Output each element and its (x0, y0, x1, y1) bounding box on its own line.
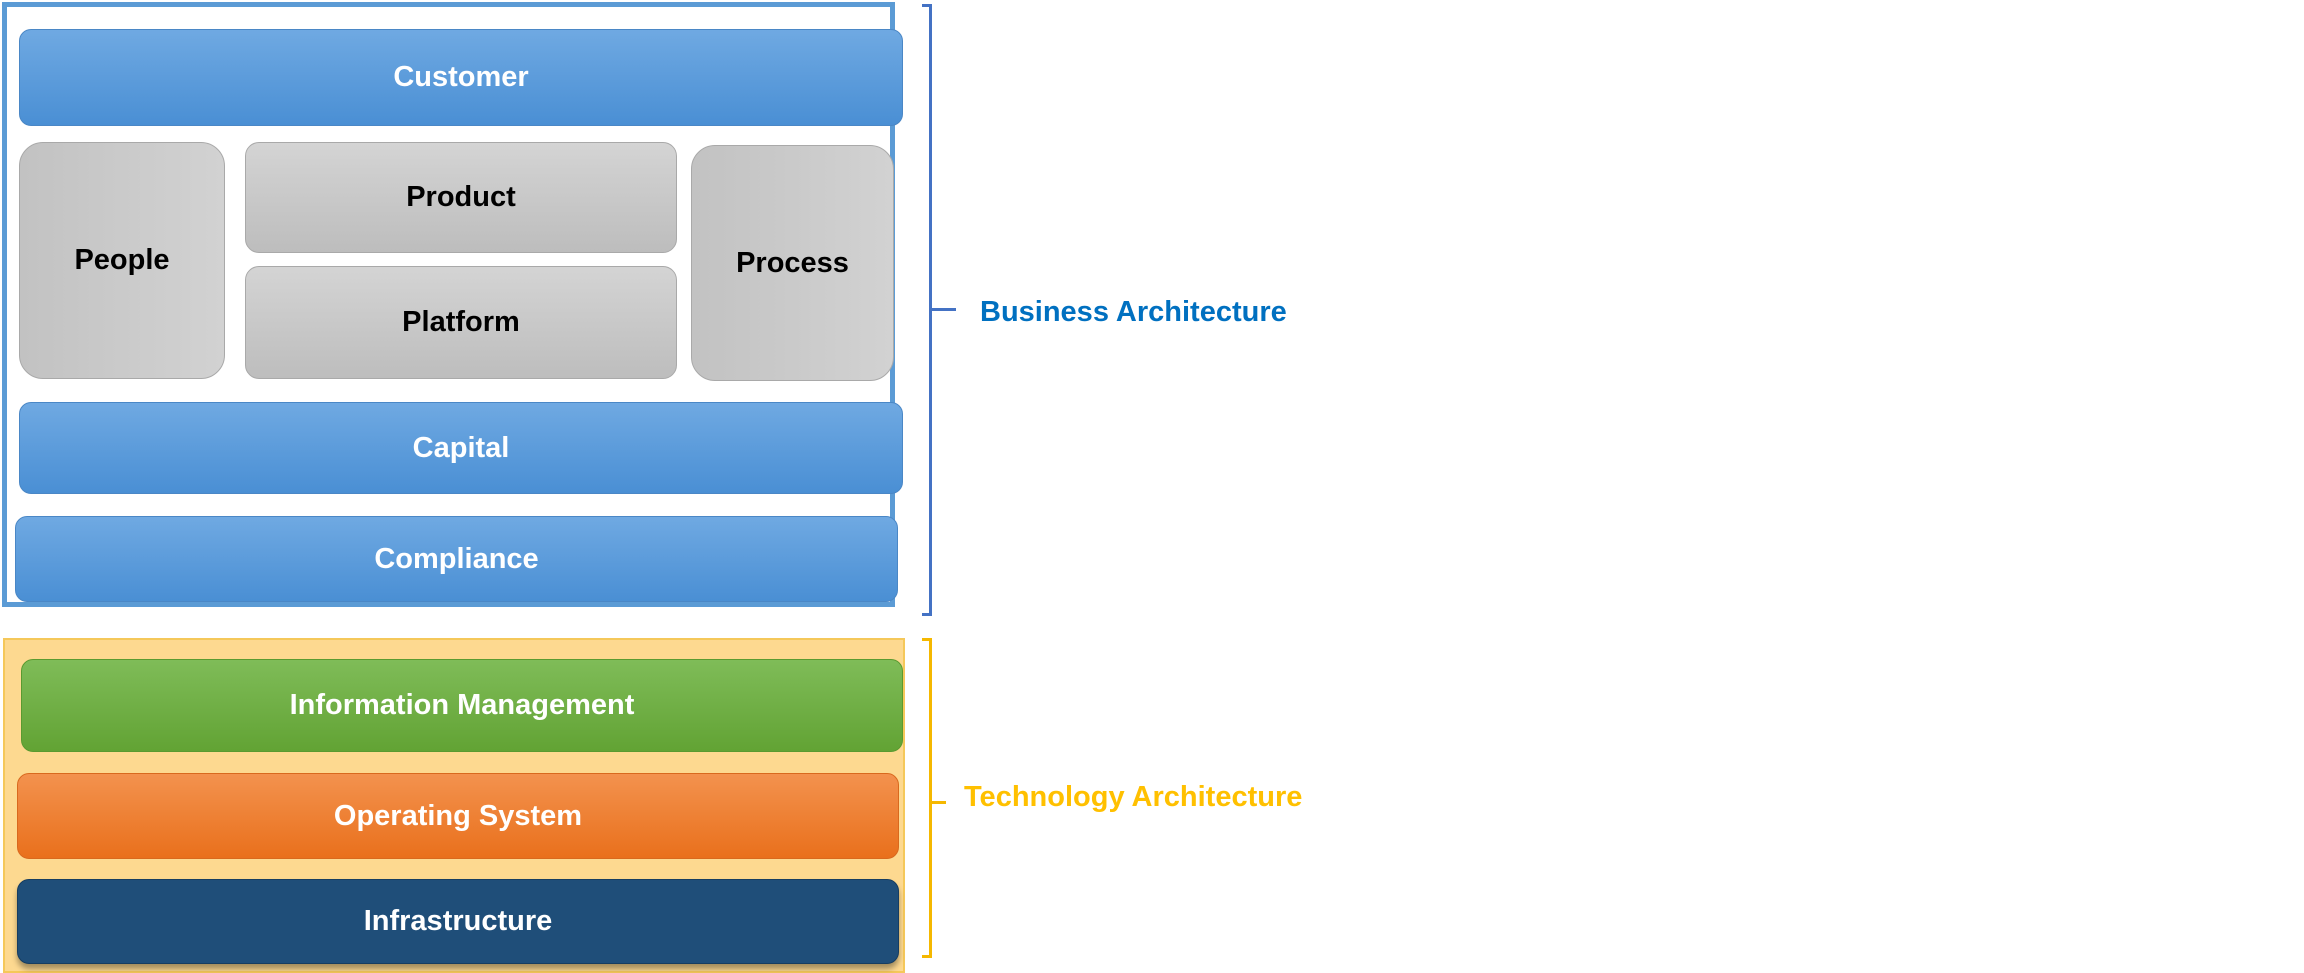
capital-label: Capital (412, 431, 510, 464)
platform-label: Platform (402, 306, 520, 338)
people-block: People (19, 142, 225, 379)
people-label: People (74, 244, 170, 276)
product-label: Product (406, 181, 516, 213)
compliance-label: Compliance (374, 542, 539, 575)
compliance-block: Compliance (15, 516, 898, 602)
technology-architecture-label: Technology Architecture (964, 781, 1303, 813)
capital-block: Capital (19, 402, 903, 494)
information-management-block: Information Management (21, 659, 903, 752)
process-label: Process (736, 246, 849, 279)
process-block: Process (691, 145, 894, 381)
operating-system-block: Operating System (17, 773, 899, 859)
technology-bracket-tick (932, 801, 946, 804)
customer-label: Customer (393, 61, 529, 93)
technology-bracket (922, 638, 932, 958)
business-bracket (922, 4, 932, 616)
infrastructure-block: Infrastructure (17, 879, 899, 964)
operating-system-label: Operating System (333, 799, 583, 832)
customer-block: Customer (19, 29, 903, 126)
business-bracket-tick (932, 308, 956, 311)
product-block: Product (245, 142, 677, 253)
information-management-label: Information Management (289, 689, 635, 721)
business-architecture-label: Business Architecture (980, 296, 1287, 328)
platform-block: Platform (245, 266, 677, 379)
infrastructure-label: Infrastructure (363, 905, 553, 937)
